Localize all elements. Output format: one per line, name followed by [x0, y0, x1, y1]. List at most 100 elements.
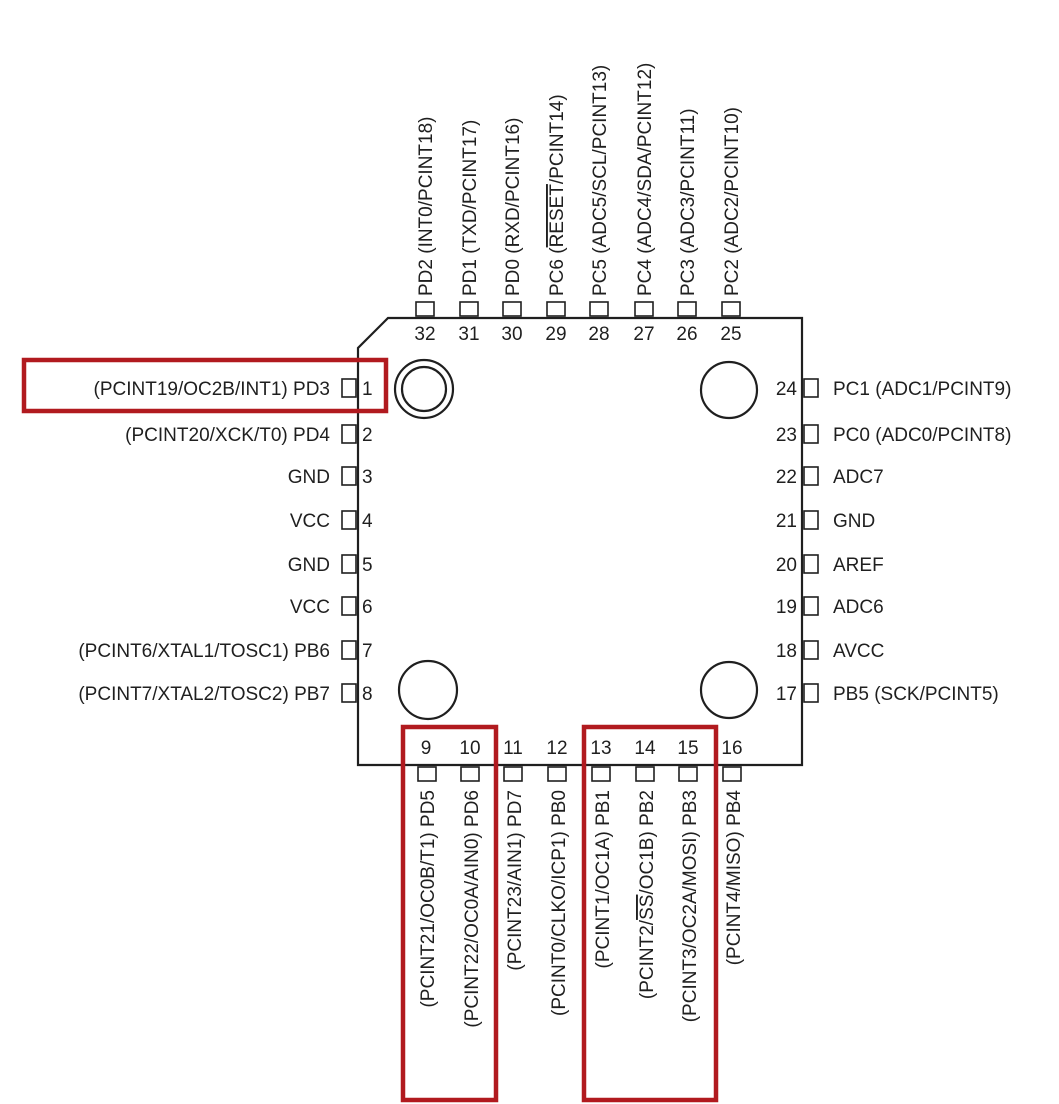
- pin-pad-18: [803, 640, 819, 660]
- pin-label-27: PC4 (ADC4/SDA/PCINT12): [635, 63, 656, 296]
- pin-pad-5: [341, 554, 357, 574]
- pin-label-31: PD1 (TXD/PCINT17): [460, 120, 481, 296]
- pin-number-16: 16: [721, 738, 742, 759]
- pin-pad-16: [722, 766, 742, 782]
- pin-pad-15: [678, 766, 698, 782]
- pin-label-25: PC2 (ADC2/PCINT10): [722, 107, 743, 296]
- pin-pad-2: [341, 424, 357, 444]
- pin-number-20: 20: [776, 555, 797, 576]
- pin-pad-3: [341, 466, 357, 486]
- pin-number-28: 28: [588, 324, 609, 345]
- pin-label-23: PC0 (ADC0/PCINT8): [833, 425, 1011, 446]
- pin-label-13: (PCINT1/OC1A) PB1: [593, 790, 614, 968]
- pin-number-7: 7: [362, 641, 373, 662]
- pin-label-21: GND: [833, 511, 875, 532]
- pin-pad-1: [341, 378, 357, 398]
- pin-label-4: VCC: [290, 511, 330, 532]
- highlight-box-pins-13-15: [581, 724, 719, 1103]
- pin-number-2: 2: [362, 425, 373, 446]
- pin-pad-27: [634, 301, 654, 317]
- pin-label-24: PC1 (ADC1/PCINT9): [833, 379, 1011, 400]
- pin-label-15: (PCINT3/OC2A/MOSI) PB3: [680, 790, 701, 1022]
- pin-number-24: 24: [776, 379, 798, 400]
- corner-mark-bottom-right: [699, 660, 759, 720]
- pin-pad-6: [341, 596, 357, 616]
- pin-pad-7: [341, 640, 357, 660]
- pin-pad-13: [591, 766, 611, 782]
- pads: [341, 301, 819, 782]
- pin-pad-4: [341, 510, 357, 530]
- pin-label-9: (PCINT21/OC0B/T1) PD5: [418, 790, 439, 1008]
- pin-label-32: PD2 (INT0/PCINT18): [416, 117, 437, 296]
- pin-number-18: 18: [776, 641, 797, 662]
- pin-label-26: PC3 (ADC3/PCINT11): [678, 108, 699, 296]
- pin-number-19: 19: [776, 597, 797, 618]
- pin-number-17: 17: [776, 684, 797, 705]
- pin-number-1: 1: [362, 379, 373, 400]
- pin-number-12: 12: [546, 738, 567, 759]
- pin-label-16: (PCINT4/MISO) PB4: [724, 790, 745, 966]
- pin-number-22: 22: [776, 467, 797, 488]
- pin-label-7: (PCINT6/XTAL1/TOSC1) PB6: [78, 641, 330, 662]
- pin-number-15: 15: [677, 738, 698, 759]
- pin-pad-17: [803, 683, 819, 703]
- highlight-box-pin-1: [21, 357, 389, 414]
- pin-label-10: (PCINT22/OC0A/AIN0) PD6: [462, 790, 483, 1028]
- highlight-box-pins-9-10: [400, 724, 499, 1103]
- pin-pad-20: [803, 554, 819, 574]
- pin-number-13: 13: [590, 738, 611, 759]
- pin-number-21: 21: [776, 511, 797, 532]
- pin-label-6: VCC: [290, 597, 330, 618]
- chip-body: [356, 316, 804, 767]
- pin-pad-12: [547, 766, 567, 782]
- pin-label-8: (PCINT7/XTAL2/TOSC2) PB7: [78, 684, 330, 705]
- pin-pad-24: [803, 378, 819, 398]
- pin-pad-14: [635, 766, 655, 782]
- pin-number-25: 25: [720, 324, 741, 345]
- pin-pad-19: [803, 596, 819, 616]
- pin-number-30: 30: [501, 324, 522, 345]
- pin-pad-9: [417, 766, 437, 782]
- corner-mark-bottom-left: [397, 659, 459, 721]
- pin-number-10: 10: [459, 738, 480, 759]
- pin-label-3: GND: [288, 467, 330, 488]
- pin-number-14: 14: [634, 738, 656, 759]
- pin-number-4: 4: [362, 511, 373, 532]
- pin-label-12: (PCINT0/CLKO/ICP1) PB0: [549, 790, 570, 1016]
- pin-number-32: 32: [414, 324, 435, 345]
- pin-label-29: PC6 (RESET/PCINT14): [547, 94, 568, 296]
- pin-label-1: (PCINT19/OC2B/INT1) PD3: [94, 379, 331, 400]
- pin-number-9: 9: [421, 738, 432, 759]
- pin-number-31: 31: [458, 324, 479, 345]
- pin1-indicator-inner: [400, 365, 448, 413]
- pin-label-30: PD0 (RXD/PCINT16): [503, 118, 524, 296]
- reset-overline: RESET: [547, 184, 568, 248]
- pin-pad-11: [503, 766, 523, 782]
- pin-label-20: AREF: [833, 555, 884, 576]
- ss-overline: SS: [637, 895, 658, 920]
- pin-number-5: 5: [362, 555, 373, 576]
- corner-mark-top-right: [699, 360, 759, 420]
- pin-number-29: 29: [545, 324, 566, 345]
- pin-pad-32: [415, 301, 435, 317]
- pin-pad-28: [589, 301, 609, 317]
- pin-pad-29: [546, 301, 566, 317]
- pin-number-27: 27: [633, 324, 654, 345]
- pin-pad-23: [803, 424, 819, 444]
- pin-pad-26: [677, 301, 697, 317]
- pin-number-3: 3: [362, 467, 373, 488]
- pin-number-11: 11: [503, 738, 523, 759]
- pin-label-19: ADC6: [833, 597, 884, 618]
- pin-pad-31: [459, 301, 479, 317]
- pin-label-22: ADC7: [833, 467, 884, 488]
- pin-number-26: 26: [676, 324, 697, 345]
- pin-label-17: PB5 (SCK/PCINT5): [833, 684, 999, 705]
- pin-label-18: AVCC: [833, 641, 884, 662]
- pin-label-28: PC5 (ADC5/SCL/PCINT13): [590, 65, 611, 296]
- pin-pad-25: [721, 301, 741, 317]
- pin-label-14: (PCINT2/SS/OC1B) PB2: [637, 790, 658, 999]
- pin-pad-30: [502, 301, 522, 317]
- pin-label-2: (PCINT20/XCK/T0) PD4: [125, 425, 330, 446]
- pin-pad-21: [803, 510, 819, 530]
